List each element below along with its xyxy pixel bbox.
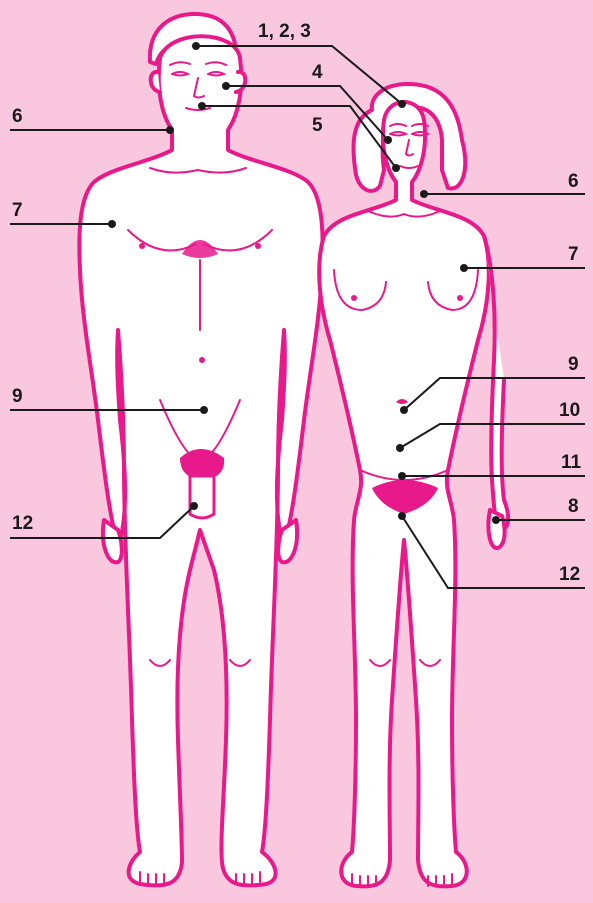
dot-f4-female bbox=[384, 136, 392, 144]
dot-m6 bbox=[166, 126, 174, 134]
dot-m9 bbox=[200, 406, 208, 414]
female-nipple-left bbox=[351, 295, 357, 301]
label-f4: 4 bbox=[312, 63, 323, 82]
dot-f4-male bbox=[222, 82, 230, 90]
label-m6: 6 bbox=[12, 107, 23, 126]
label-f10: 10 bbox=[559, 401, 580, 420]
dot-f8 bbox=[492, 516, 500, 524]
dot-f7 bbox=[460, 264, 468, 272]
dot-f123-female bbox=[398, 100, 406, 108]
label-f5: 5 bbox=[312, 116, 323, 135]
dot-m7 bbox=[108, 220, 116, 228]
dot-f9 bbox=[400, 406, 408, 414]
female-nipple-right bbox=[457, 295, 463, 301]
male-navel bbox=[199, 357, 205, 363]
label-m12: 12 bbox=[12, 514, 33, 533]
dot-f5-male bbox=[198, 102, 206, 110]
label-m9: 9 bbox=[12, 387, 23, 406]
label-f6: 6 bbox=[568, 172, 579, 191]
label-f9: 9 bbox=[568, 355, 579, 374]
male-genitals bbox=[190, 476, 214, 518]
dot-f11 bbox=[398, 472, 406, 480]
male-nipple-left bbox=[139, 243, 145, 249]
label-m7: 7 bbox=[12, 201, 23, 220]
label-f12: 12 bbox=[559, 565, 580, 584]
dot-m12 bbox=[190, 502, 198, 510]
dot-f6 bbox=[420, 190, 428, 198]
label-f11: 11 bbox=[561, 453, 581, 472]
dot-f123-male bbox=[192, 42, 200, 50]
dot-f5-female bbox=[392, 164, 400, 172]
label-f7: 7 bbox=[568, 245, 579, 264]
dot-f10 bbox=[396, 444, 404, 452]
female-hand bbox=[488, 510, 504, 548]
male-nipple-right bbox=[255, 243, 261, 249]
dot-f12 bbox=[398, 512, 406, 520]
label-f8: 8 bbox=[568, 497, 579, 516]
label-f123: 1, 2, 3 bbox=[258, 22, 311, 41]
